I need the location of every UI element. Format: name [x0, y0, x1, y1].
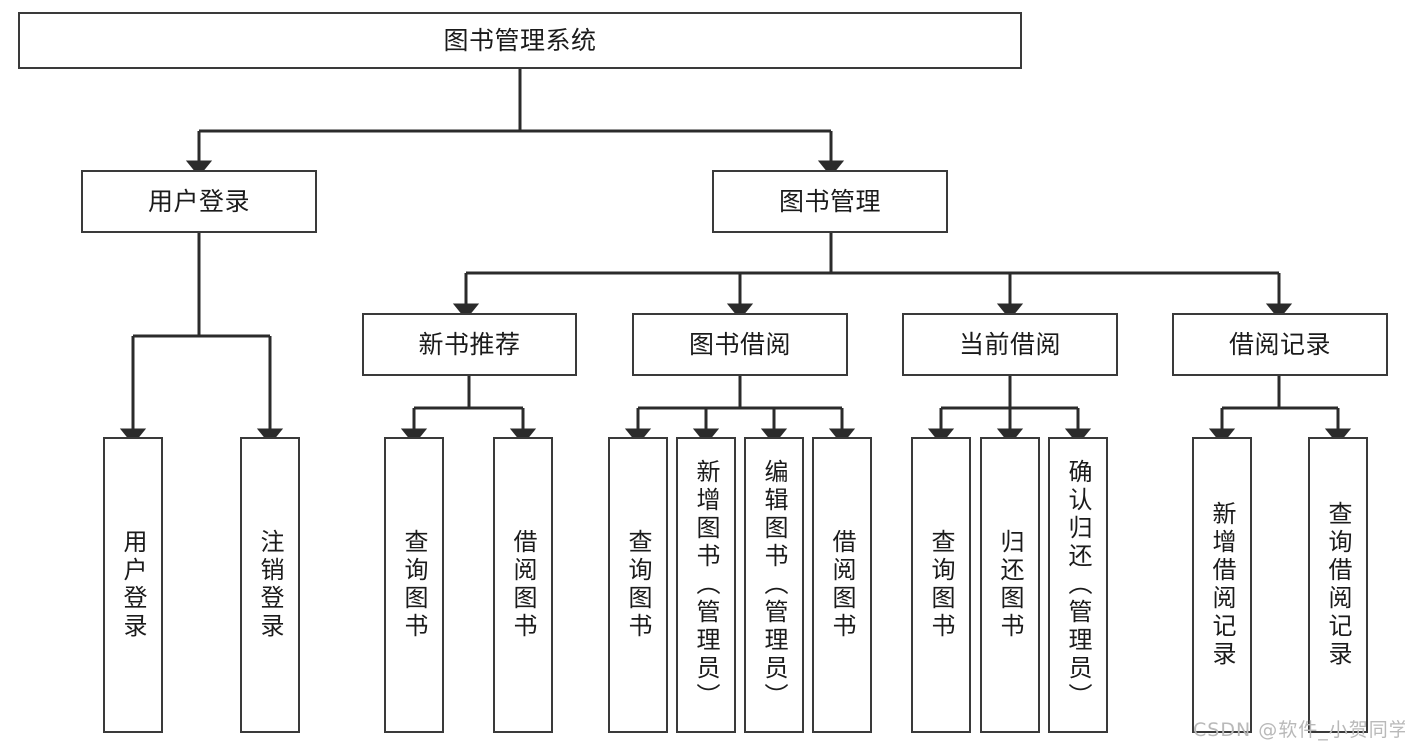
node-label: 借阅图书 — [828, 529, 856, 641]
node-label: 用户登录 — [147, 187, 250, 216]
node-label: 归还图书 — [996, 529, 1024, 641]
leaf-query-book-current[interactable]: 查询图书 — [911, 437, 971, 733]
node-label: 确认归还（管理员） — [1064, 459, 1092, 711]
node-label: 用户登录 — [119, 529, 147, 641]
leaf-logout[interactable]: 注销登录 — [240, 437, 300, 733]
leaf-edit-book-admin[interactable]: 编辑图书（管理员） — [744, 437, 804, 733]
edge-new-book-to-leaves — [400, 376, 537, 445]
node-label: 图书借阅 — [688, 330, 791, 359]
leaf-add-borrow-record[interactable]: 新增借阅记录 — [1192, 437, 1252, 733]
node-user-login[interactable]: 用户登录 — [81, 170, 317, 233]
node-label: 注销登录 — [256, 529, 284, 641]
node-borrow-record[interactable]: 借阅记录 — [1172, 313, 1388, 376]
edge-user-login-to-leaves — [119, 233, 284, 445]
node-label: 当前借阅 — [958, 330, 1061, 359]
node-current-borrow[interactable]: 当前借阅 — [902, 313, 1118, 376]
node-label: 查询图书 — [400, 529, 428, 641]
leaf-confirm-return-admin[interactable]: 确认归还（管理员） — [1048, 437, 1108, 733]
leaf-user-login[interactable]: 用户登录 — [103, 437, 163, 733]
edge-book-manage-to-level3 — [452, 233, 1293, 320]
node-label: 图书管理 — [778, 187, 881, 216]
node-book-borrow[interactable]: 图书借阅 — [632, 313, 848, 376]
leaf-query-book-recommend[interactable]: 查询图书 — [384, 437, 444, 733]
node-new-book-recommend[interactable]: 新书推荐 — [362, 313, 577, 376]
node-root-book-management-system[interactable]: 图书管理系统 — [18, 12, 1022, 69]
node-label: 新增图书（管理员） — [692, 459, 720, 711]
node-label: 借阅记录 — [1228, 330, 1331, 359]
node-label: 新增借阅记录 — [1208, 501, 1236, 669]
edge-book-borrow-to-leaves — [624, 376, 856, 445]
edge-root-to-level2 — [185, 69, 845, 177]
node-label: 查询借阅记录 — [1324, 501, 1352, 669]
leaf-borrow-book[interactable]: 借阅图书 — [812, 437, 872, 733]
leaf-return-book[interactable]: 归还图书 — [980, 437, 1040, 733]
node-label: 编辑图书（管理员） — [760, 459, 788, 711]
edge-borrow-record-to-leaves — [1208, 376, 1352, 445]
leaf-add-book-admin[interactable]: 新增图书（管理员） — [676, 437, 736, 733]
leaf-borrow-book-recommend[interactable]: 借阅图书 — [493, 437, 553, 733]
node-label: 查询图书 — [624, 529, 652, 641]
node-label: 查询图书 — [927, 529, 955, 641]
node-book-management[interactable]: 图书管理 — [712, 170, 948, 233]
node-label: 图书管理系统 — [443, 26, 597, 55]
edge-current-borrow-to-leaves — [927, 376, 1092, 445]
node-label: 借阅图书 — [509, 529, 537, 641]
leaf-query-book-borrow[interactable]: 查询图书 — [608, 437, 668, 733]
leaf-query-borrow-record[interactable]: 查询借阅记录 — [1308, 437, 1368, 733]
node-label: 新书推荐 — [418, 330, 521, 359]
